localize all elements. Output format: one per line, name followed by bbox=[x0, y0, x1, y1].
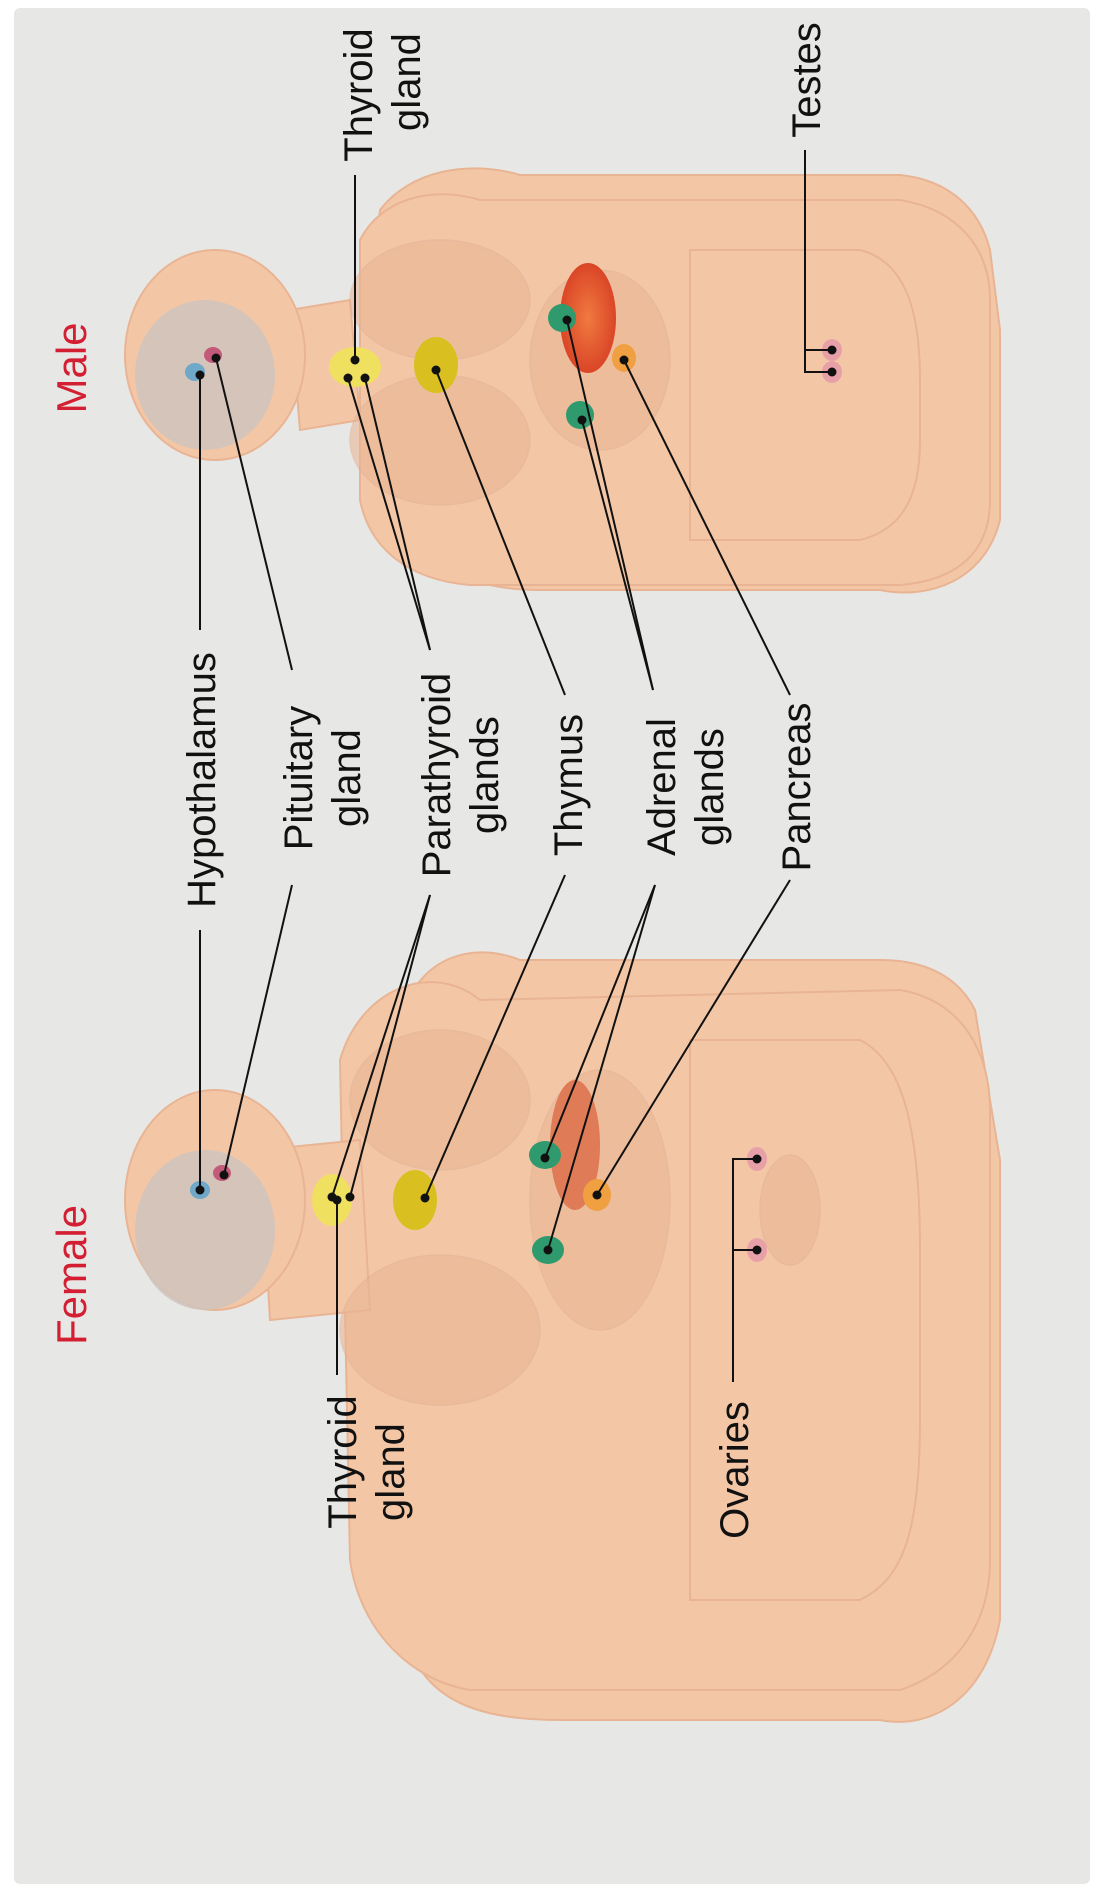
label-pituitary-line1: Pituitary bbox=[277, 706, 321, 851]
male-lung-left bbox=[350, 375, 530, 505]
label-testes: Testes bbox=[785, 22, 829, 138]
label-ovaries: Ovaries bbox=[713, 1401, 757, 1539]
label-adrenal-line1: Adrenal bbox=[640, 718, 684, 856]
female-uterus bbox=[760, 1155, 820, 1265]
female-lung-right bbox=[350, 1030, 530, 1170]
label-thymus: Thymus bbox=[547, 714, 591, 856]
label-thyroid-male-line2: gland bbox=[385, 33, 429, 131]
label-pancreas: Pancreas bbox=[775, 703, 819, 872]
label-thyroid-female-line2: gland bbox=[369, 1423, 413, 1521]
heading-male: Male bbox=[48, 322, 95, 413]
label-adrenal-line2: glands bbox=[688, 728, 732, 846]
female-thymus bbox=[393, 1170, 437, 1230]
label-pituitary-line2: gland bbox=[325, 729, 369, 827]
male-brain bbox=[135, 300, 275, 450]
label-thyroid-female-line1: Thyroid bbox=[321, 1395, 365, 1528]
label-hypothalamus: Hypothalamus bbox=[180, 652, 224, 908]
male-adrenal-right bbox=[548, 304, 576, 332]
label-parathyroid-line2: glands bbox=[463, 716, 507, 834]
label-thyroid-male-line1: Thyroid bbox=[337, 28, 381, 161]
label-parathyroid-line1: Parathyroid bbox=[415, 673, 459, 878]
female-lung-left bbox=[340, 1255, 540, 1405]
female-brain bbox=[135, 1150, 275, 1310]
male-thymus bbox=[414, 337, 458, 393]
heading-female: Female bbox=[48, 1205, 95, 1345]
